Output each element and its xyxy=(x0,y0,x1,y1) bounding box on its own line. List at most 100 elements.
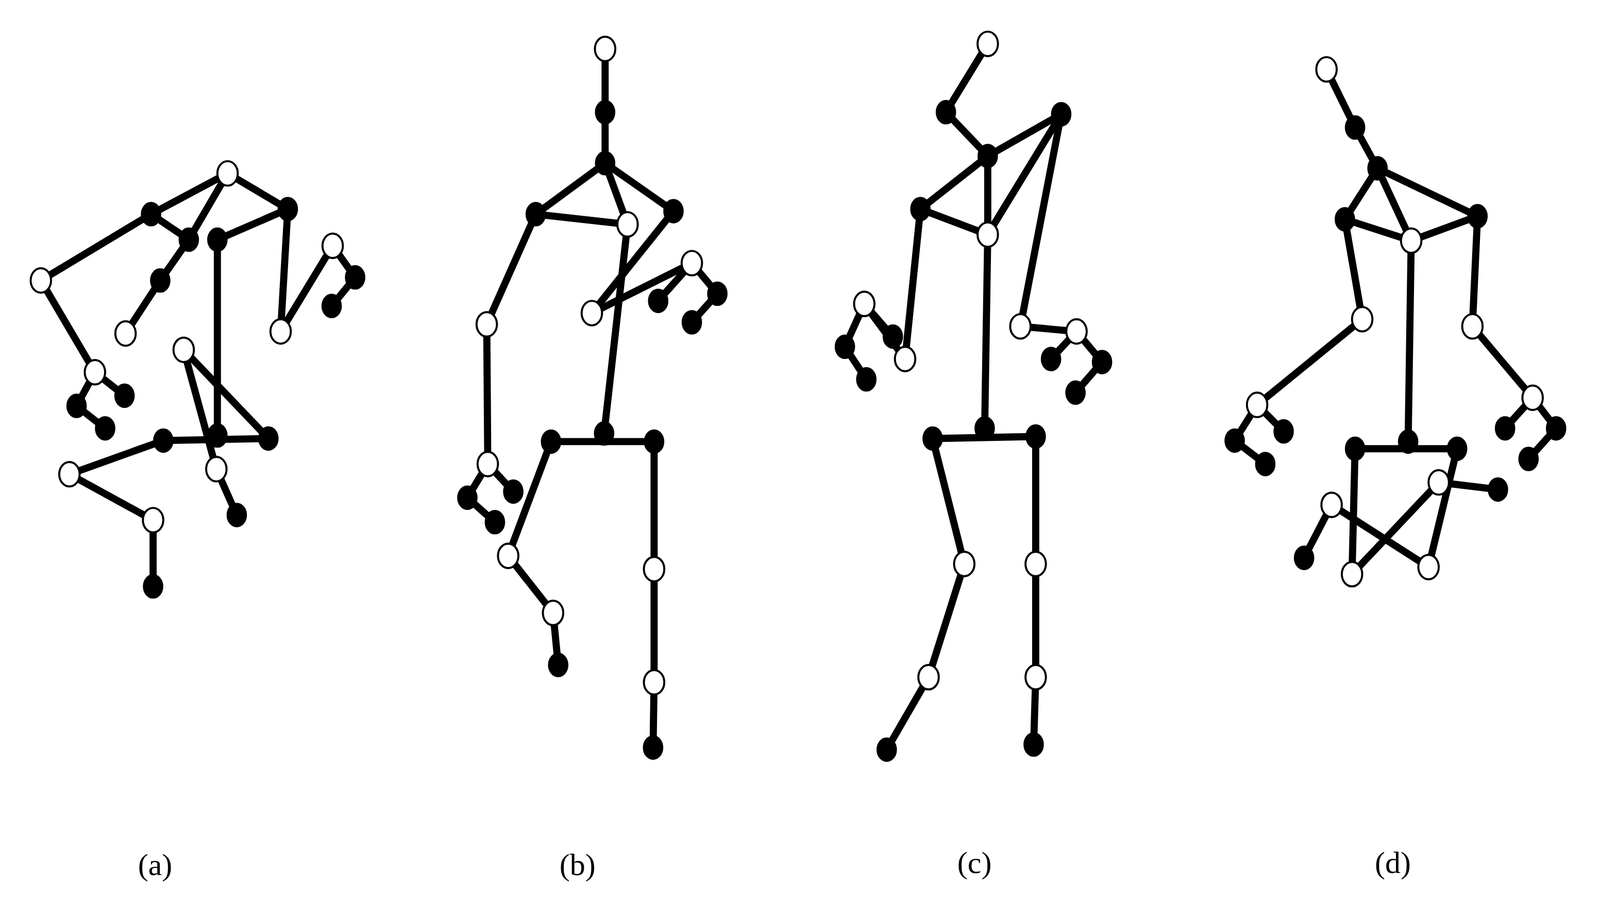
bone-line xyxy=(592,263,693,314)
bone-line xyxy=(1257,319,1363,406)
bone-line xyxy=(920,156,988,210)
bone-line xyxy=(150,173,228,215)
open-joint xyxy=(30,268,52,294)
filled-joint xyxy=(1488,478,1508,502)
filled-joint xyxy=(595,152,615,175)
filled-joint xyxy=(1368,157,1387,180)
open-joint xyxy=(322,233,344,259)
bone-line xyxy=(650,441,658,570)
filled-joint xyxy=(526,203,546,226)
open-joint xyxy=(1352,307,1373,332)
open-joint xyxy=(1025,665,1047,690)
open-joint xyxy=(543,600,564,626)
bone-line xyxy=(603,224,628,434)
filled-joint xyxy=(644,736,663,760)
open-joint xyxy=(977,31,999,57)
filled-joint xyxy=(1092,350,1112,374)
open-joint xyxy=(1401,228,1422,254)
filled-joint xyxy=(345,266,365,290)
filled-joint xyxy=(259,427,278,451)
bone-line xyxy=(1032,564,1040,678)
bone-line xyxy=(183,349,217,470)
bone-line xyxy=(280,209,289,332)
bone-line xyxy=(592,211,674,314)
skeleton-figure xyxy=(30,161,365,598)
open-joint xyxy=(497,543,519,569)
filled-joint xyxy=(708,282,727,306)
filled-joint xyxy=(1256,452,1275,476)
filled-joint xyxy=(1026,425,1046,449)
open-joint xyxy=(477,451,499,477)
filled-joint xyxy=(150,269,170,293)
filled-joint xyxy=(322,294,342,318)
filled-joint xyxy=(143,575,163,599)
filled-joint xyxy=(978,144,998,168)
filled-joint xyxy=(503,480,523,504)
filled-joint xyxy=(1399,430,1418,454)
filled-joint xyxy=(648,289,668,313)
filled-joint xyxy=(542,430,561,454)
bone-line xyxy=(535,214,628,225)
filled-joint xyxy=(664,199,683,223)
open-joint xyxy=(617,212,638,238)
open-joint xyxy=(1066,319,1087,345)
filled-joint xyxy=(1294,546,1314,570)
filled-joint xyxy=(1468,205,1487,228)
filled-joint xyxy=(1274,420,1293,444)
open-joint xyxy=(270,319,292,345)
bone-line xyxy=(69,440,164,475)
open-joint xyxy=(977,222,999,248)
open-joint xyxy=(918,665,939,690)
open-joint xyxy=(206,457,227,482)
filled-joint xyxy=(1546,417,1566,441)
filled-joint xyxy=(1519,447,1538,471)
open-joint xyxy=(1316,57,1337,82)
filled-joint xyxy=(877,738,897,762)
filled-joint xyxy=(1345,437,1365,461)
open-joint xyxy=(1009,314,1031,340)
open-joint xyxy=(1418,554,1439,580)
bone-line xyxy=(213,239,222,436)
filled-joint xyxy=(595,100,615,124)
filled-joint xyxy=(208,424,227,448)
open-joint xyxy=(954,551,975,577)
open-joint xyxy=(853,291,875,317)
bone-line xyxy=(932,438,965,565)
figure-label: (a) xyxy=(136,847,175,884)
filled-joint xyxy=(141,203,161,226)
filled-joint xyxy=(883,325,903,349)
filled-joint xyxy=(458,486,477,510)
bone-line xyxy=(217,209,289,240)
bone-line xyxy=(40,280,95,373)
filled-joint xyxy=(1335,208,1355,231)
open-joint xyxy=(1522,385,1543,411)
open-joint xyxy=(115,321,137,347)
open-joint xyxy=(681,250,703,276)
figure-label: (c) xyxy=(955,845,995,882)
filled-joint xyxy=(594,422,614,446)
filled-joint xyxy=(278,197,298,221)
open-joint xyxy=(1341,562,1363,587)
open-joint xyxy=(1321,492,1342,518)
filled-joint xyxy=(975,417,995,441)
filled-joint xyxy=(67,394,87,418)
filled-joint xyxy=(856,368,876,392)
figure-label: (b) xyxy=(557,847,598,884)
filled-joint xyxy=(936,100,956,124)
filled-joint xyxy=(911,197,930,221)
filled-joint xyxy=(1447,437,1467,461)
filled-joint xyxy=(1345,116,1365,140)
bone-line xyxy=(535,163,606,215)
bone-line xyxy=(1428,448,1457,568)
filled-joint xyxy=(1052,103,1071,126)
filled-joint xyxy=(923,427,942,451)
bone-line xyxy=(486,324,488,465)
filled-joint xyxy=(548,653,568,677)
bone-line xyxy=(1472,326,1533,399)
open-joint xyxy=(142,508,164,533)
bone-line xyxy=(1032,436,1040,565)
bone-line xyxy=(69,474,154,521)
filled-joint xyxy=(179,228,199,252)
bone-line xyxy=(984,234,988,429)
bone-line xyxy=(280,245,333,332)
